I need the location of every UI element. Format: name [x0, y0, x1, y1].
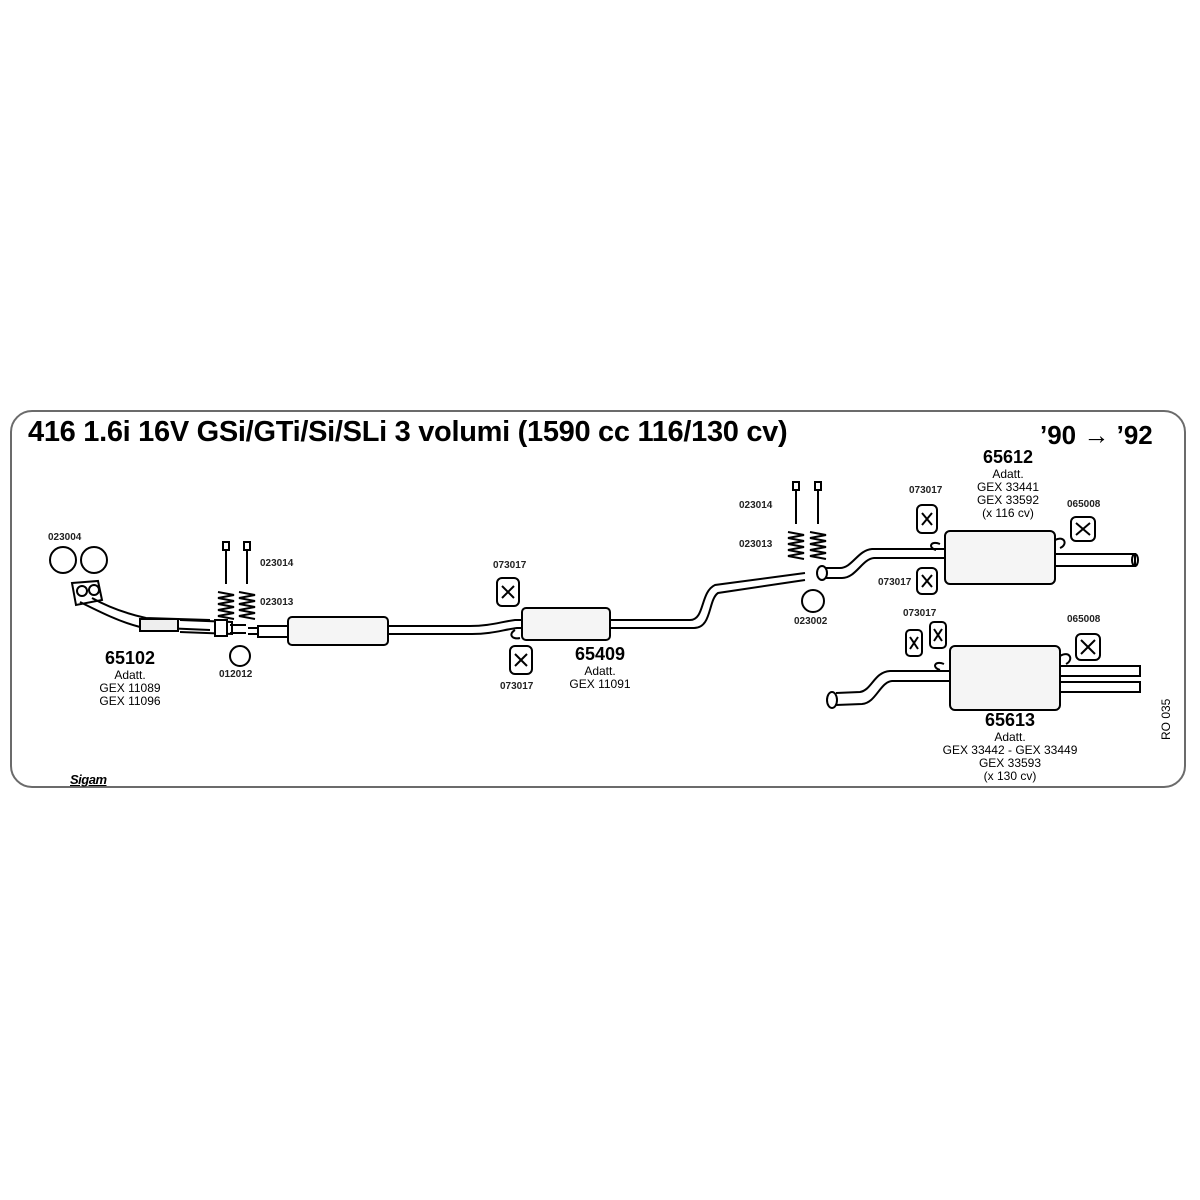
model-years: ’90 → ’92: [1040, 420, 1153, 450]
front-pipe: [70, 579, 246, 637]
code-hanger-065008-top: 065008: [1067, 499, 1101, 510]
part-number: 65612: [982, 447, 1034, 467]
part-number: 65102: [104, 648, 156, 668]
rubber-hanger-065008-top: [1070, 516, 1096, 542]
middle-pipe: [248, 572, 806, 646]
part-rear-silencer-130: 65613 Adatt. GEX 33442 - GEX 33449 GEX 3…: [920, 710, 1100, 783]
sealing-ring-023002: [801, 589, 825, 613]
part-description: Adatt. GEX 11089 GEX 11096: [99, 668, 161, 708]
rubber-hanger-rear-mid: [916, 567, 938, 595]
code-ring-023002: 023002: [794, 616, 828, 627]
part-description: Adatt. GEX 33441 GEX 33592 (x 116 cv): [976, 467, 1040, 520]
code-hanger-mid-top: 073017: [493, 560, 527, 571]
front-bolts: [222, 541, 251, 584]
code-spring-front: 023013: [260, 597, 294, 608]
page-title: 416 1.6i 16V GSi/GTi/Si/SLi 3 volumi (15…: [28, 416, 788, 448]
front-springs: [217, 591, 256, 620]
rubber-hanger-rear-top: [916, 504, 938, 534]
part-description: Adatt. GEX 11091: [569, 664, 631, 691]
code-hanger-065008-low: 065008: [1067, 614, 1101, 625]
rubber-hanger-mid-bottom: [509, 645, 533, 675]
part-number: 65409: [574, 644, 626, 664]
gasket-ring-right: [80, 546, 108, 574]
rubber-hanger-mid-top: [496, 577, 520, 607]
rear-silencer-130: [826, 645, 1141, 711]
code-bolt-rear: 023014: [739, 500, 773, 511]
part-rear-silencer-116: 65612 Adatt. GEX 33441 GEX 33592 (x 116 …: [948, 447, 1068, 520]
diagram-frame: [10, 410, 1186, 788]
rear-bolts: [792, 481, 822, 524]
code-hanger-mid-bottom: 073017: [500, 681, 534, 692]
code-spring-rear: 023013: [739, 539, 773, 550]
rubber-hanger-rear-low-right: [929, 621, 947, 649]
part-front-pipe: 65102 Adatt. GEX 11089 GEX 11096: [80, 648, 180, 708]
part-number: 65613: [984, 710, 1036, 730]
code-hanger-rear-low: 073017: [903, 608, 937, 619]
code-hanger-rear-mid: 073017: [878, 577, 912, 588]
sealing-ring-012012: [229, 645, 251, 667]
part-middle-silencer: 65409 Adatt. GEX 11091: [550, 644, 650, 691]
code-ring-012012: 012012: [219, 669, 253, 680]
catalog-code: RO 035: [1159, 698, 1173, 740]
rubber-hanger-rear-low-left: [905, 629, 923, 657]
rear-springs: [787, 531, 827, 560]
part-description: Adatt. GEX 33442 - GEX 33449 GEX 33593 (…: [942, 730, 1078, 783]
gasket-ring-left: [49, 546, 77, 574]
rubber-hanger-065008-low: [1075, 633, 1101, 661]
code-gasket: 023004: [48, 532, 82, 543]
code-bolt-front: 023014: [260, 558, 294, 569]
code-hanger-rear-top: 073017: [909, 485, 943, 496]
rear-silencer-116: [816, 530, 1139, 585]
brand-logo: Sigam: [70, 772, 107, 787]
